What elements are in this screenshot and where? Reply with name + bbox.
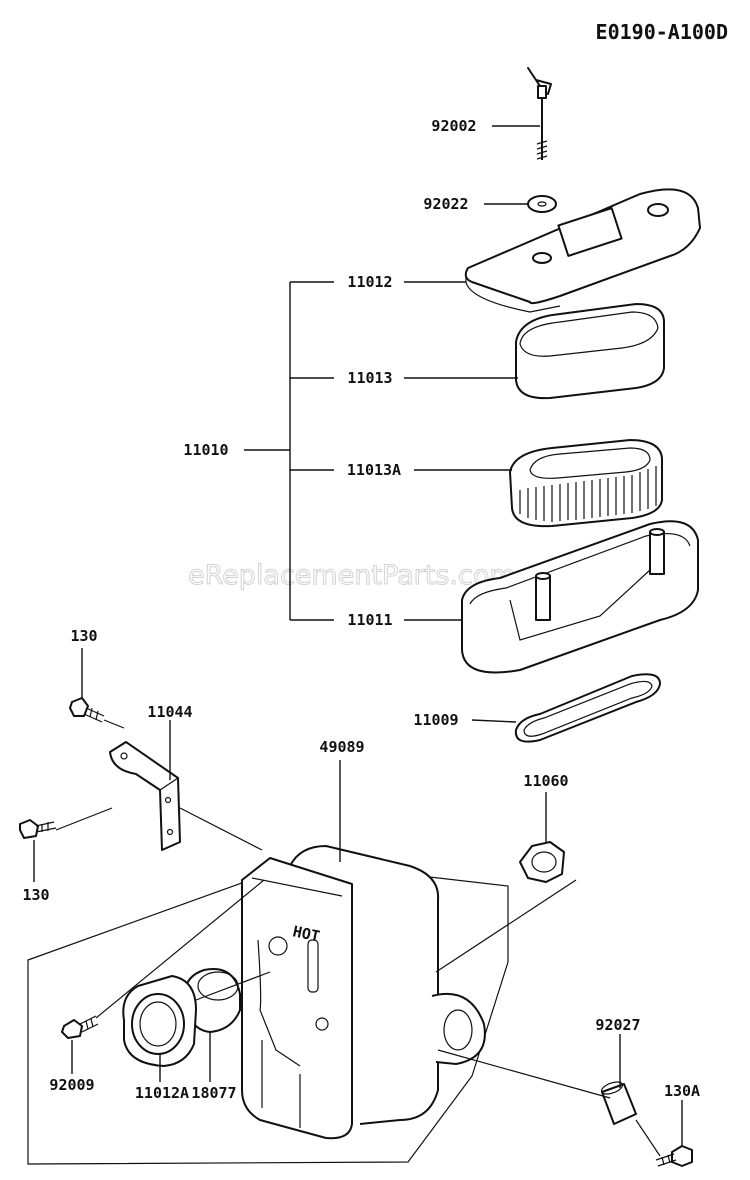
bolt-icon[interactable]	[69, 697, 105, 723]
part-label-49089: 49089	[319, 738, 364, 756]
part-label-11013A: 11013A	[347, 461, 401, 479]
part-label-11012: 11012	[347, 273, 392, 291]
part-label-92002: 92002	[431, 117, 476, 135]
bracket-icon[interactable]	[109, 741, 181, 851]
part-label-11011: 11011	[347, 611, 392, 629]
part-label-130-lower: 130	[22, 886, 49, 904]
flange-icon[interactable]	[122, 975, 197, 1067]
screw-icon[interactable]	[61, 1015, 99, 1039]
part-label-11013: 11013	[347, 369, 392, 387]
part-label-92009: 92009	[49, 1076, 94, 1094]
part-label-11044: 11044	[147, 703, 192, 721]
screen-icon[interactable]	[183, 968, 241, 1033]
part-label-11010: 11010	[183, 441, 228, 459]
bolt-icon[interactable]	[19, 819, 57, 839]
muffler-icon[interactable]: HOT	[27, 845, 509, 1165]
collar-icon[interactable]	[600, 1080, 637, 1125]
part-label-92022: 92022	[423, 195, 468, 213]
svg-text:HOT: HOT	[291, 922, 321, 945]
gasket-icon[interactable]	[519, 841, 565, 883]
washer-icon[interactable]	[527, 195, 557, 213]
part-label-18077: 18077	[191, 1084, 236, 1102]
watermark: eReplacementParts.com	[188, 560, 516, 591]
part-label-11012A: 11012A	[135, 1084, 189, 1102]
part-label-11060: 11060	[523, 772, 568, 790]
diagram-code: E0190-A100D	[596, 20, 728, 44]
base-icon[interactable]	[461, 520, 699, 674]
part-label-130-upper: 130	[70, 627, 97, 645]
part-labels: 92002 92022 11012 11013 11010 11013A 110…	[22, 117, 700, 1102]
wing-bolt-icon[interactable]	[527, 67, 552, 160]
part-label-11009: 11009	[413, 711, 458, 729]
gasket-icon[interactable]	[514, 673, 661, 743]
bolt-icon[interactable]	[655, 1145, 693, 1167]
part-label-130A: 130A	[664, 1082, 700, 1100]
pre-cleaner-icon[interactable]	[515, 303, 665, 400]
leader-lines	[33, 125, 683, 1157]
filter-element-icon[interactable]	[509, 439, 663, 528]
cover-icon[interactable]	[464, 188, 701, 313]
part-label-92027: 92027	[595, 1016, 640, 1034]
